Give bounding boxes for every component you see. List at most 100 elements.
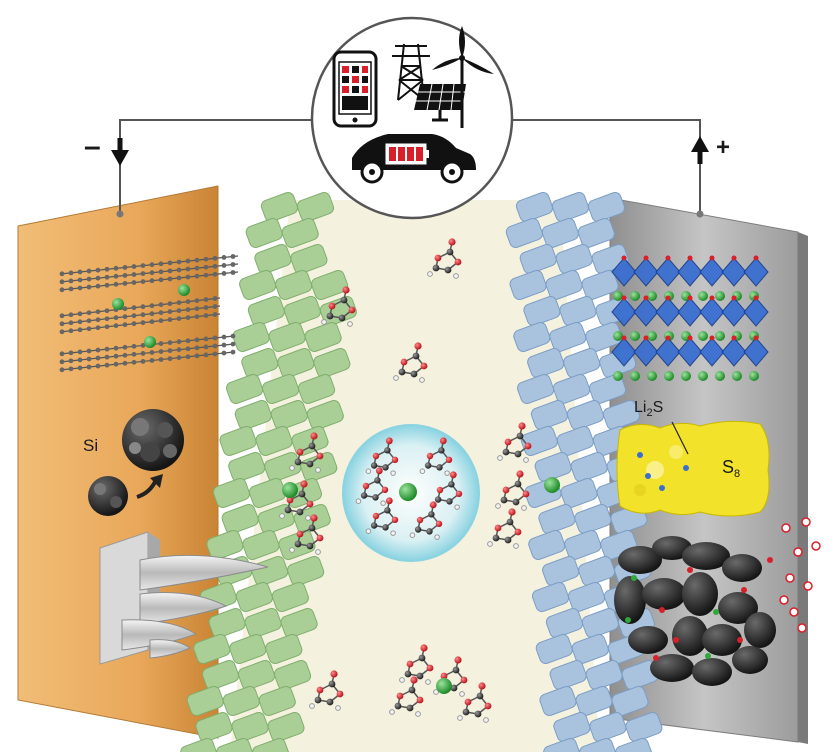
carbon-atom bbox=[104, 274, 110, 280]
oxygen-atom bbox=[709, 295, 715, 301]
carbon-atom bbox=[414, 526, 422, 533]
lithium-ion bbox=[630, 331, 640, 341]
octahedron bbox=[743, 297, 769, 327]
carbon-atom bbox=[221, 255, 227, 260]
oxygen-atom bbox=[621, 255, 627, 261]
sei-tile bbox=[571, 634, 609, 664]
carbon-atom bbox=[122, 344, 128, 350]
carbon-atom bbox=[131, 280, 137, 285]
carbon-atom bbox=[296, 508, 304, 516]
lithium-ions bbox=[282, 477, 560, 694]
hydrogen-atom bbox=[483, 717, 489, 723]
oxygen-atom bbox=[753, 295, 759, 301]
si-particle-large bbox=[122, 409, 184, 471]
oxygen-atom bbox=[426, 664, 434, 672]
oxygen-atom bbox=[328, 302, 336, 310]
octahedron bbox=[743, 257, 769, 287]
hydrogen-atom bbox=[415, 711, 421, 717]
carbon-atom bbox=[516, 432, 524, 440]
carbon-atom bbox=[492, 534, 500, 542]
negative-terminal-sign: – bbox=[84, 130, 101, 163]
carbon-particle bbox=[718, 592, 758, 624]
oxygen-atom bbox=[665, 255, 671, 261]
carbon-atom bbox=[203, 264, 209, 270]
carbon-atom bbox=[77, 319, 83, 325]
carbon-atom bbox=[140, 351, 146, 356]
carbon-atom bbox=[176, 259, 182, 265]
carbon-atom bbox=[512, 498, 520, 506]
carbon-atom bbox=[476, 692, 484, 700]
carbon-atom bbox=[131, 264, 137, 269]
sulfur-s8 bbox=[616, 420, 770, 517]
oxygen-atom bbox=[372, 452, 380, 460]
hydrogen-atom bbox=[335, 705, 341, 711]
carbon-atom bbox=[68, 350, 74, 356]
carbon-atom bbox=[77, 349, 83, 355]
carbon-atom bbox=[294, 540, 302, 548]
carbon-atom bbox=[113, 273, 119, 279]
carbon-atom bbox=[185, 299, 191, 304]
carbon-atom bbox=[122, 306, 128, 312]
carbon-atom bbox=[131, 272, 137, 277]
carbon-atom bbox=[185, 338, 191, 344]
carbon-atom bbox=[86, 318, 92, 324]
hydrogen-atom bbox=[457, 715, 463, 721]
carbon-atom bbox=[194, 257, 200, 263]
carbon-atom bbox=[104, 308, 110, 314]
oxygen-atom bbox=[643, 295, 649, 301]
carbon-atom bbox=[104, 362, 110, 368]
sei-tile bbox=[574, 504, 612, 534]
carbon-atom bbox=[86, 326, 92, 332]
lithium-ion bbox=[732, 371, 742, 381]
oxygen-atom bbox=[464, 698, 472, 706]
carbon-atom bbox=[194, 306, 200, 311]
oxygen-atom bbox=[310, 432, 318, 440]
dendrite-spikes bbox=[99, 531, 269, 665]
sei-tile bbox=[265, 634, 303, 664]
carbon-atom bbox=[149, 311, 155, 317]
carbon-atom bbox=[176, 308, 182, 314]
carbon-atom bbox=[374, 477, 381, 484]
external-circuit bbox=[119, 119, 701, 214]
carbon-atom bbox=[404, 670, 412, 678]
carbon-atom bbox=[434, 496, 442, 503]
oxygen-atom bbox=[460, 676, 468, 684]
oxygen-atom bbox=[753, 255, 759, 261]
oxygen-atom bbox=[687, 295, 693, 301]
carbon-atom bbox=[185, 266, 191, 272]
lithium-ion bbox=[647, 371, 657, 381]
carbon-atom bbox=[212, 312, 218, 317]
sei-tile bbox=[290, 244, 328, 274]
oxygen-atom bbox=[435, 520, 443, 528]
sei-tile bbox=[545, 270, 583, 300]
carbon-atom bbox=[167, 268, 173, 274]
polysulfide-atom bbox=[687, 567, 693, 573]
carbon-atom bbox=[284, 506, 292, 514]
sei-tile bbox=[216, 738, 254, 752]
sei-tile bbox=[226, 374, 264, 404]
oxygen-atom bbox=[514, 528, 522, 536]
oxygen-atom bbox=[709, 255, 715, 261]
carbon-atom bbox=[176, 275, 182, 281]
carbon-atom bbox=[113, 323, 119, 329]
carbon-atom bbox=[212, 335, 218, 341]
carbon-atom bbox=[416, 672, 424, 680]
sei-tile bbox=[585, 660, 623, 690]
carbon-atom bbox=[68, 320, 74, 326]
sei-tile bbox=[543, 738, 581, 752]
positive-terminal-sign: + bbox=[716, 134, 731, 161]
oxygen-atom bbox=[502, 486, 510, 494]
oxygen-atom bbox=[396, 692, 404, 700]
sei-tile bbox=[542, 556, 580, 586]
carbon-particle bbox=[722, 554, 762, 582]
carbon-atom bbox=[68, 270, 74, 276]
carbon-atom bbox=[158, 261, 164, 267]
polysulfide-atom bbox=[705, 653, 711, 659]
carbon-atom bbox=[185, 354, 191, 360]
carbon-atom bbox=[438, 447, 445, 454]
sei-tile bbox=[545, 608, 583, 638]
hydrogen-atom bbox=[409, 532, 416, 538]
carbon-atom bbox=[308, 524, 316, 532]
sei-tile bbox=[311, 270, 349, 300]
